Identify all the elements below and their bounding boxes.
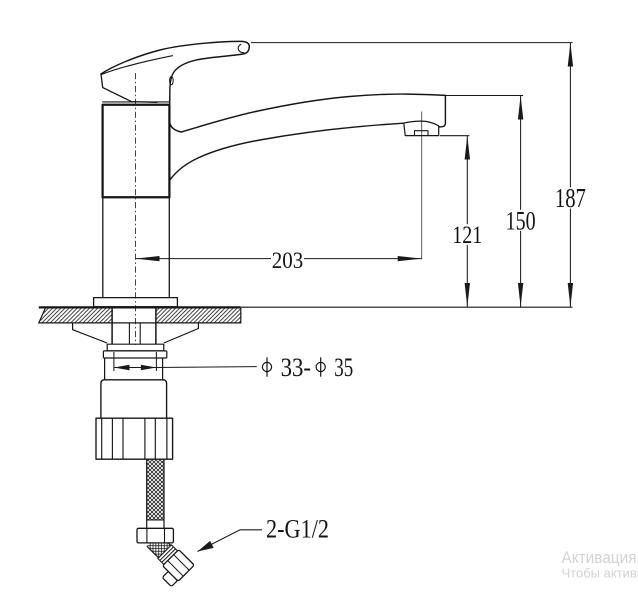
svg-text:Активация: Активация	[562, 549, 637, 567]
svg-text:121: 121	[452, 220, 482, 249]
svg-text:33-: 33-	[281, 353, 311, 382]
svg-text:203: 203	[272, 248, 304, 274]
svg-text:187: 187	[555, 183, 586, 213]
svg-text:150: 150	[506, 205, 536, 235]
svg-text:2-G1/2: 2-G1/2	[266, 514, 329, 543]
svg-text:Чтобы активировать Windows: Чтобы активировать Windows	[562, 565, 638, 580]
svg-text:35: 35	[334, 353, 353, 382]
